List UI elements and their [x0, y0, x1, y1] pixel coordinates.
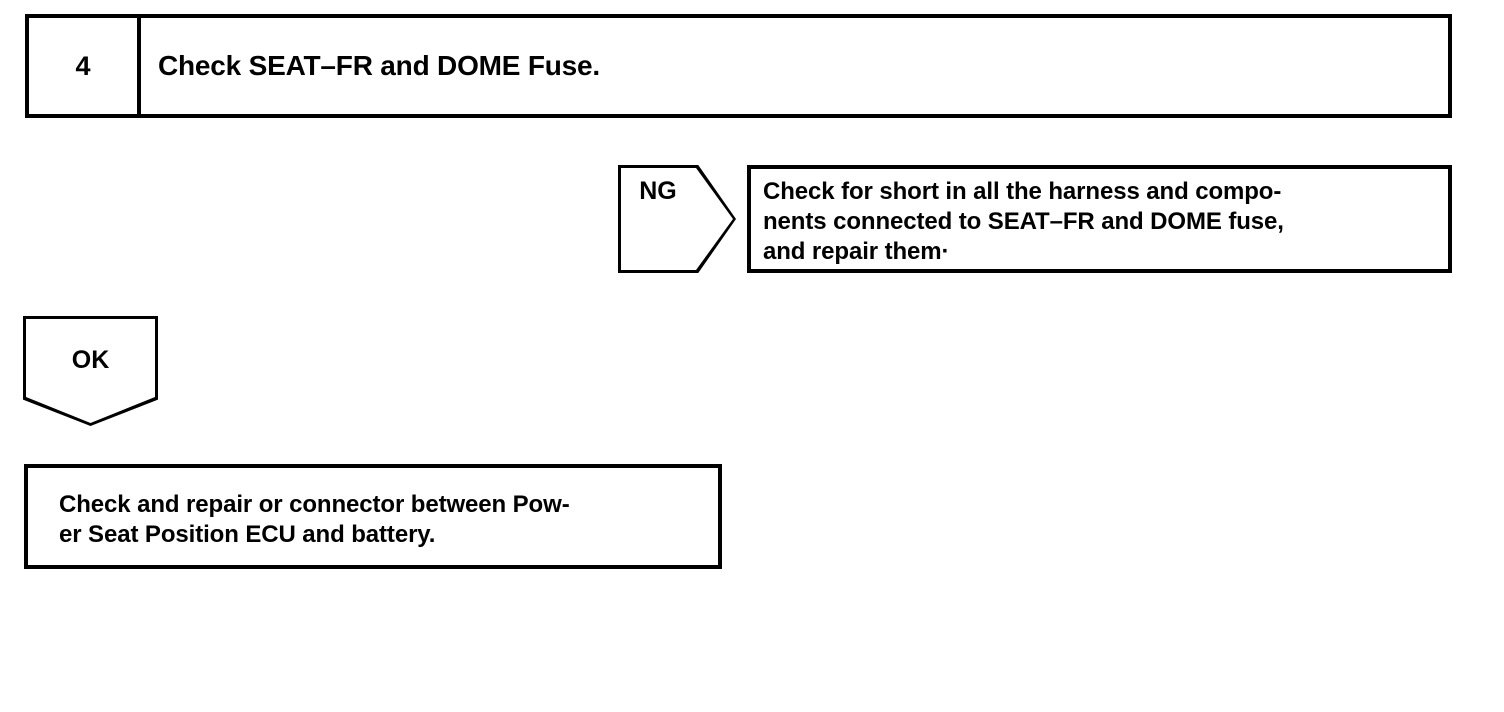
ok-arrow-fill [26, 319, 155, 423]
ok-action-box: Check and repair or connector between Po… [24, 464, 722, 569]
ng-action-line-1: Check for short in all the harness and c… [763, 178, 1282, 205]
ng-tag-label: NG [639, 177, 677, 205]
ng-action-line-3: and repair them· [763, 238, 950, 265]
ng-action-line-2: nents connected to SEAT–FR and DOME fuse… [763, 208, 1284, 235]
ok-tag-label: OK [71, 346, 110, 374]
step-title-cell: Check SEAT–FR and DOME Fuse. [141, 18, 1448, 114]
ng-action-box: Check for short in all the harness and c… [747, 165, 1452, 273]
ok-action-line-1: Check and repair or connector between Po… [59, 491, 570, 518]
step-row: 4 Check SEAT–FR and DOME Fuse. [25, 14, 1452, 118]
step-number: 4 [75, 50, 91, 81]
ng-arrow-icon: NG [618, 165, 736, 273]
step-number-cell: 4 [29, 18, 141, 114]
ok-action-line-2: er Seat Position ECU and battery. [59, 521, 436, 548]
ok-arrow-icon: OK [23, 316, 158, 426]
step-title: Check SEAT–FR and DOME Fuse. [158, 50, 600, 81]
